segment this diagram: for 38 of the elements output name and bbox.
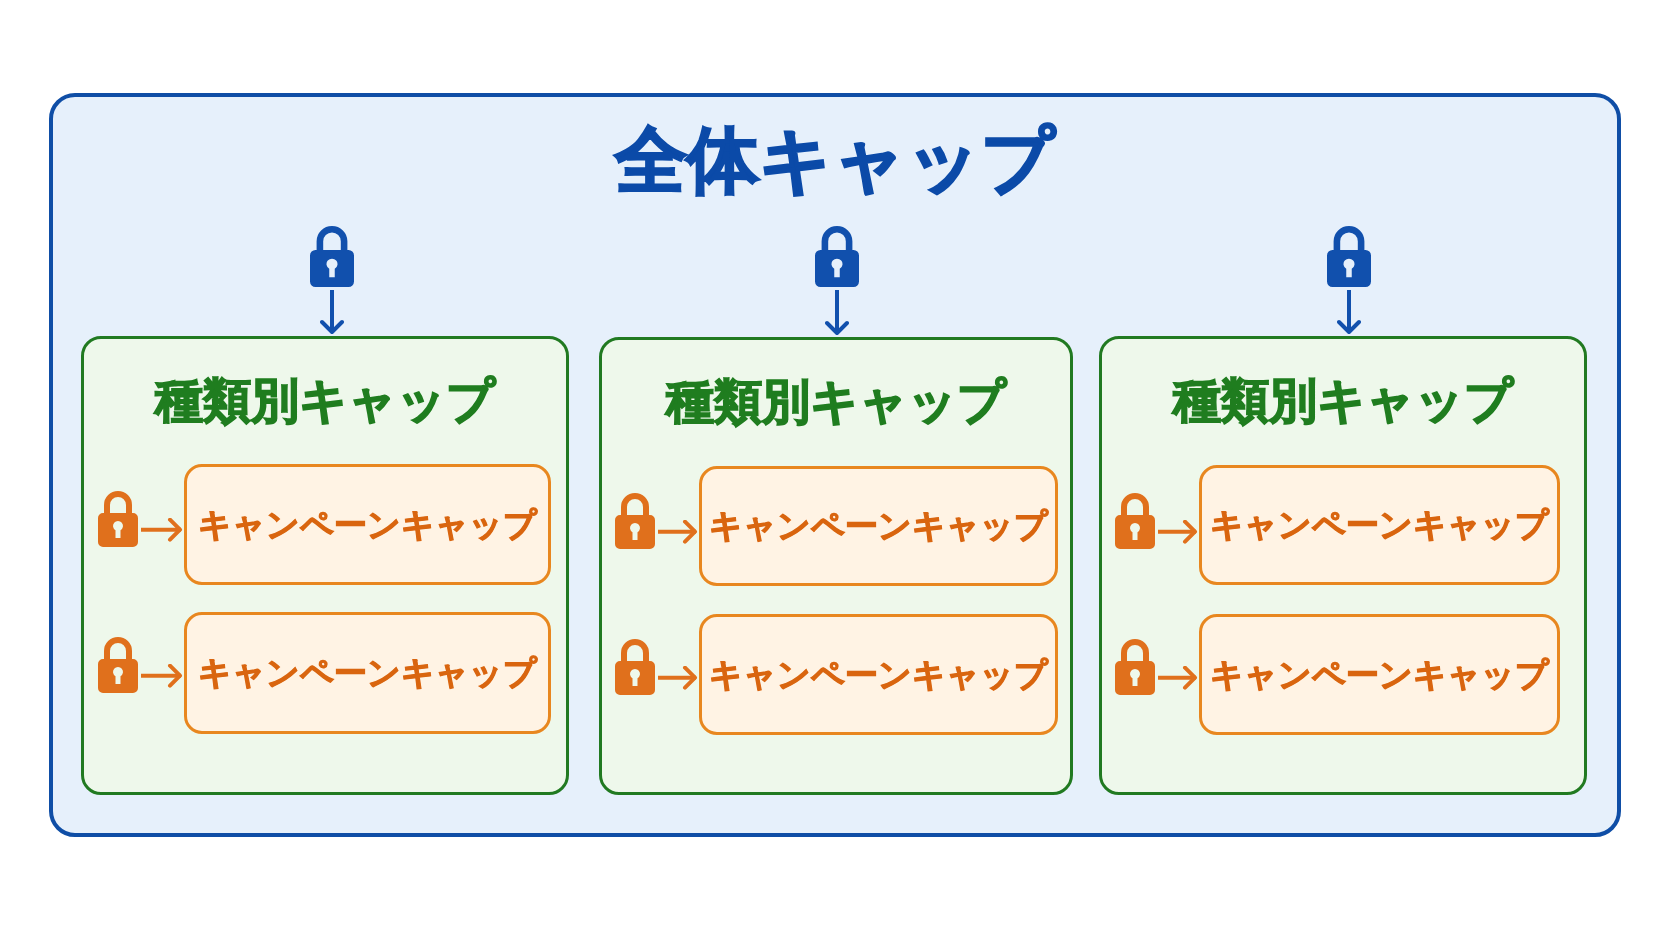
padlock-icon [98, 491, 138, 547]
item-label: キャンペーンキャップ [198, 654, 537, 692]
padlock-icon [1115, 493, 1155, 549]
arrow [1158, 519, 1197, 544]
item-label: キャンペーンキャップ [1210, 655, 1549, 694]
arrow [658, 519, 697, 544]
arrow [1158, 665, 1197, 690]
item-box [699, 614, 1058, 735]
arrow [141, 663, 182, 688]
item-box [699, 466, 1058, 586]
item-label: キャンペーンキャップ [709, 507, 1048, 545]
group-heading: 種類別キャップ [155, 373, 495, 429]
item-box [1199, 614, 1560, 735]
panel-heading: 全体キャップ [615, 119, 1055, 202]
item-label: キャンペーンキャップ [709, 655, 1048, 694]
item-box [1199, 465, 1560, 585]
panel [49, 93, 1621, 837]
item-label: キャンペーンキャップ [1210, 506, 1549, 544]
group-heading: 種類別キャップ [1173, 373, 1513, 429]
item-box [184, 612, 551, 734]
arrow [141, 517, 182, 542]
arrow [1337, 290, 1361, 334]
padlock-icon [310, 226, 354, 287]
arrow [320, 290, 344, 334]
padlock-icon [615, 493, 655, 549]
group-box [1099, 336, 1587, 795]
group-box [599, 337, 1073, 795]
padlock-icon [615, 639, 655, 695]
padlock-icon [98, 637, 138, 693]
arrow [658, 665, 697, 690]
padlock-icon [1115, 639, 1155, 695]
padlock-icon [815, 226, 859, 287]
padlock-icon [1327, 226, 1371, 287]
group-heading: 種類別キャップ [666, 374, 1006, 430]
item-box [184, 464, 551, 585]
arrow [825, 290, 849, 335]
group-box [81, 336, 569, 795]
item-label: キャンペーンキャップ [198, 505, 537, 544]
